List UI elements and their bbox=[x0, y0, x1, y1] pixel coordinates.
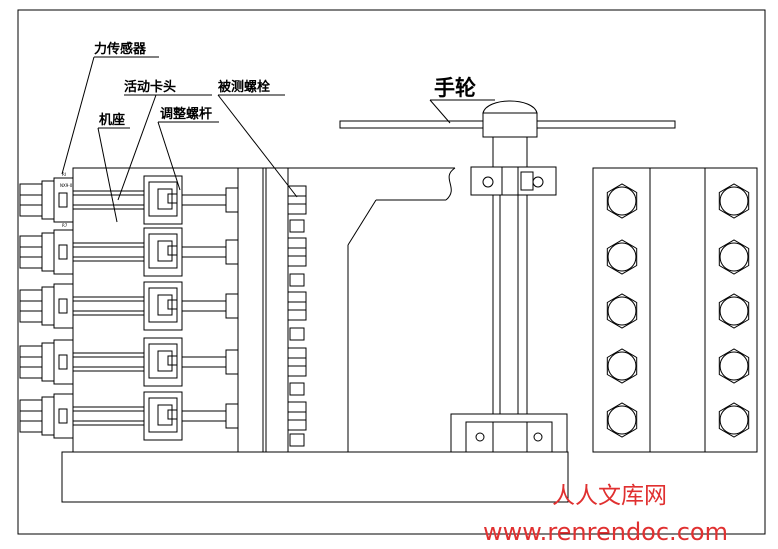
upper-bearing-block bbox=[470, 166, 557, 196]
adjusting-screw bbox=[72, 352, 146, 372]
hex-nut bbox=[718, 348, 750, 384]
hex-nut bbox=[718, 293, 750, 329]
adjusting-screw bbox=[72, 296, 146, 316]
hex-nut bbox=[718, 239, 750, 275]
force-sensor bbox=[19, 339, 74, 385]
force-sensor bbox=[19, 393, 74, 439]
leader-lines bbox=[61, 56, 495, 223]
hex-nut bbox=[606, 183, 638, 219]
handwheel-hub bbox=[482, 100, 538, 114]
movable-chuck bbox=[143, 337, 183, 387]
tested-bolt bbox=[181, 410, 227, 422]
hex-nut bbox=[606, 402, 638, 438]
bolt-head-small bbox=[289, 327, 305, 341]
force-sensor bbox=[19, 177, 74, 223]
base-plate bbox=[61, 451, 569, 503]
sensor-mark-1: RI bbox=[62, 172, 66, 177]
adjusting-screw bbox=[72, 190, 146, 210]
label-tested-bolt: 被测螺栓 bbox=[217, 79, 270, 95]
adjusting-screw bbox=[72, 406, 146, 426]
bolt-head bbox=[287, 401, 307, 431]
hex-nut bbox=[718, 402, 750, 438]
handwheel-assembly bbox=[339, 100, 676, 453]
bolt-head-small bbox=[289, 273, 305, 287]
bolt-row bbox=[19, 391, 307, 441]
bolt-row bbox=[19, 337, 307, 387]
tested-bolt bbox=[181, 356, 227, 368]
tested-bolt bbox=[181, 194, 227, 206]
movable-chuck bbox=[143, 175, 183, 225]
tested-bolt bbox=[181, 246, 227, 258]
sensor-mark-3: R7 bbox=[62, 223, 68, 228]
bolt-head bbox=[287, 347, 307, 377]
label-force-sensor: 力传感器 bbox=[94, 41, 147, 57]
tested-bolt bbox=[181, 300, 227, 312]
bolt-head bbox=[287, 291, 307, 321]
label-adjusting-screw: 调整螺杆 bbox=[160, 106, 212, 122]
sensor-mark-2: NX9-0 bbox=[60, 183, 73, 188]
force-sensor bbox=[19, 283, 74, 329]
bolt-row bbox=[19, 175, 307, 225]
movable-chuck bbox=[143, 281, 183, 331]
watermark-brand: 人人文库网 bbox=[552, 483, 667, 509]
bolt-head-small bbox=[289, 219, 305, 233]
movable-chuck bbox=[143, 391, 183, 441]
bolt-head bbox=[287, 237, 307, 267]
hex-nut bbox=[606, 239, 638, 275]
label-handwheel: 手轮 bbox=[434, 76, 476, 100]
watermark-url: www.renrendoc.com bbox=[483, 518, 728, 546]
label-movable-chuck: 活动卡头 bbox=[124, 79, 176, 95]
bolt-rows bbox=[19, 175, 307, 447]
hex-nut bbox=[606, 293, 638, 329]
adjusting-screw bbox=[72, 242, 146, 262]
nut-panel bbox=[592, 167, 758, 453]
bolt-row bbox=[19, 227, 307, 277]
label-machine-base: 机座 bbox=[99, 112, 125, 128]
hex-nut bbox=[606, 348, 638, 384]
drawing-frame bbox=[17, 9, 766, 535]
hex-nut bbox=[718, 183, 750, 219]
bolt-head bbox=[287, 185, 307, 215]
lower-bearing-block bbox=[450, 413, 568, 453]
force-sensor bbox=[19, 229, 74, 275]
bolt-row bbox=[19, 281, 307, 331]
bolt-head-small bbox=[289, 433, 305, 447]
bolt-head-small bbox=[289, 382, 305, 396]
movable-chuck bbox=[143, 227, 183, 277]
